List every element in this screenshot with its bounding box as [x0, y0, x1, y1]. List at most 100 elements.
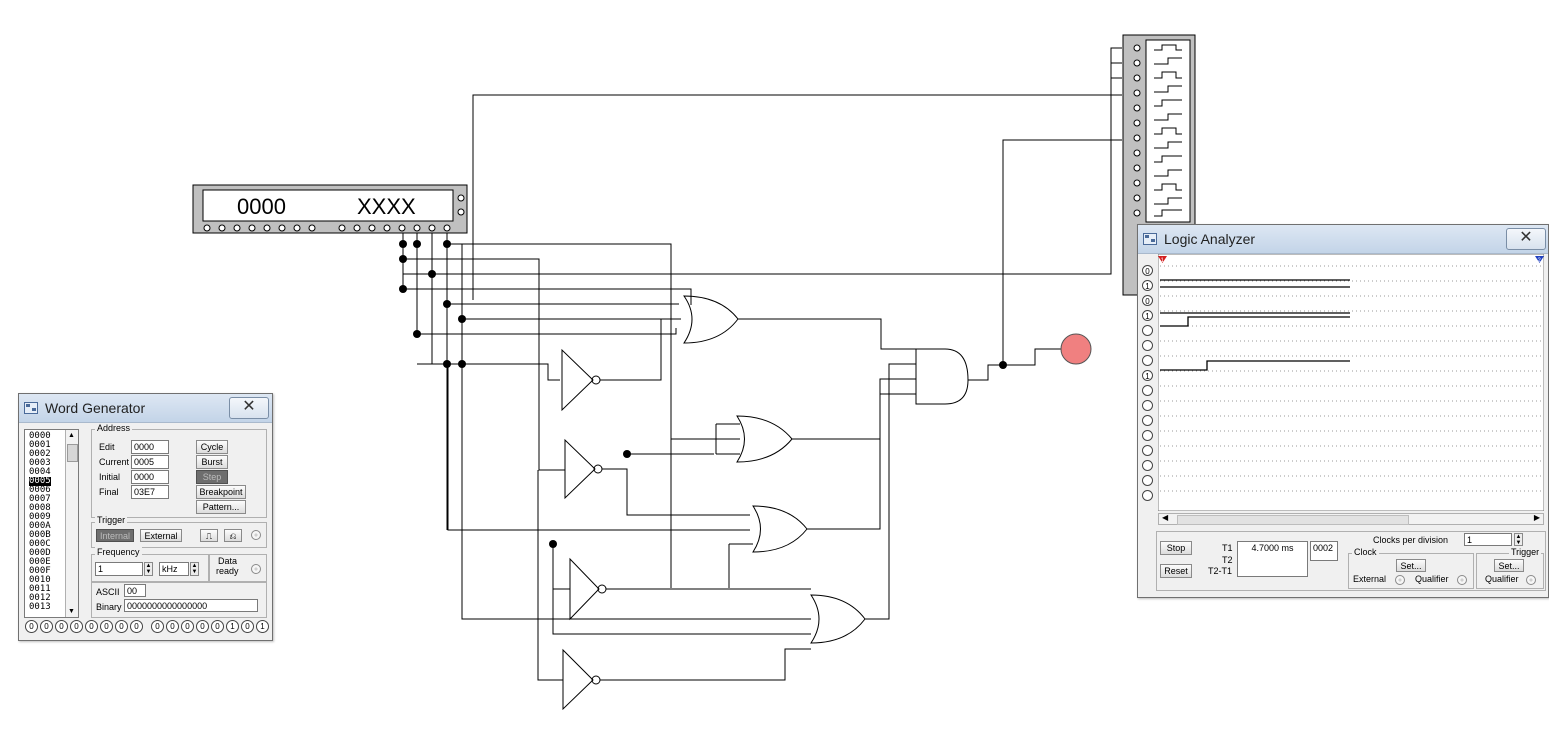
frequency-unit-field[interactable]: kHz [159, 562, 189, 576]
edit-label: Edit [99, 442, 115, 452]
cursor-2-marker[interactable] [1535, 256, 1544, 263]
address-list-item[interactable]: 000F [29, 566, 51, 576]
rising-edge-icon[interactable]: ⎍ [200, 529, 218, 542]
step-button[interactable]: Step [196, 470, 228, 484]
trigger-set-button[interactable]: Set... [1494, 559, 1524, 572]
external-radio[interactable] [1395, 575, 1405, 585]
address-list-item[interactable]: 0008 [29, 503, 51, 513]
address-list-item[interactable]: 0013 [29, 602, 51, 612]
address-list-item[interactable]: 000B [29, 530, 51, 540]
clocks-per-division-field[interactable]: 1 [1464, 533, 1512, 546]
initial-field[interactable]: 0000 [131, 470, 169, 484]
channel-indicator [1142, 445, 1153, 456]
ascii-label: ASCII [96, 587, 120, 597]
display-address: 0000 [237, 194, 286, 219]
edit-field[interactable]: 0000 [131, 440, 169, 454]
address-list-item[interactable]: 0003 [29, 458, 51, 468]
t2-label: T2 [1222, 555, 1233, 565]
bit-indicator: 1 [256, 620, 269, 633]
titlebar[interactable]: Logic Analyzer ✕ [1138, 225, 1548, 254]
burst-button[interactable]: Burst [196, 455, 228, 469]
channel-indicator [1142, 340, 1153, 351]
unit-spinner[interactable]: ▲▼ [190, 562, 199, 576]
sample-readout: 0002 [1310, 541, 1338, 561]
bit-indicator: 0 [85, 620, 98, 633]
close-icon[interactable]: ✕ [229, 397, 269, 419]
trigger-group [91, 522, 267, 548]
address-list-item[interactable]: 0000 [29, 431, 51, 441]
wire[interactable] [472, 94, 1122, 300]
initial-label: Initial [99, 472, 121, 482]
address-list-item[interactable]: 0006 [29, 485, 51, 495]
control-panel [1156, 531, 1546, 591]
current-label: Current [99, 457, 130, 467]
breakpoint-button[interactable]: Breakpoint [196, 485, 246, 499]
channel-indicator [1142, 325, 1153, 336]
frequency-group [91, 554, 209, 582]
probe-indicator[interactable] [1060, 333, 1092, 365]
address-list-item[interactable]: 0011 [29, 584, 51, 594]
waveform-display[interactable]: 1 2 [1158, 254, 1544, 511]
channel-indicator: 0 [1142, 295, 1153, 306]
stop-button[interactable]: Stop [1160, 541, 1192, 555]
binary-field[interactable]: 0000000000000000 [124, 599, 258, 612]
bit-indicator: 0 [241, 620, 254, 633]
address-list-item[interactable]: 000C [29, 539, 51, 549]
bit-indicator: 0 [211, 620, 224, 633]
address-list-item[interactable]: 0001 [29, 440, 51, 450]
close-icon[interactable]: ✕ [1506, 228, 1546, 250]
clock-group [1348, 553, 1474, 589]
address-list-item[interactable]: 0009 [29, 512, 51, 522]
cursor-1-marker[interactable] [1158, 256, 1167, 263]
wire[interactable] [402, 47, 1122, 289]
address-list-item[interactable]: 0004 [29, 467, 51, 477]
window-title: Word Generator [45, 400, 146, 416]
channel-indicator [1142, 475, 1153, 486]
clock-set-button[interactable]: Set... [1396, 559, 1426, 572]
clock-qualifier-radio[interactable] [1457, 575, 1467, 585]
address-list-item[interactable]: 000D [29, 548, 51, 558]
data-ready-label-2: ready [216, 566, 239, 576]
clocks-spinner[interactable]: ▲▼ [1514, 533, 1523, 546]
trigger-qualifier-radio[interactable] [1526, 575, 1536, 585]
address-list-item[interactable]: 0007 [29, 494, 51, 504]
external-trigger-button[interactable]: External [140, 529, 182, 542]
address-list-item[interactable]: 000A [29, 521, 51, 531]
channel-indicator [1142, 415, 1153, 426]
internal-trigger-button[interactable]: Internal [96, 529, 134, 542]
horizontal-scrollbar[interactable]: ◀ ▶ [1158, 513, 1544, 525]
scrollbar[interactable]: ▲ ▼ [65, 430, 78, 617]
final-label: Final [99, 487, 119, 497]
address-list-item[interactable]: 0010 [29, 575, 51, 585]
cycle-button[interactable]: Cycle [196, 440, 228, 454]
current-field[interactable]: 0005 [131, 455, 169, 469]
word-generator-instrument[interactable]: 0000 XXXX [192, 184, 468, 234]
data-ready-label-1: Data [218, 556, 238, 566]
falling-edge-icon[interactable]: ⎌ [224, 529, 242, 542]
trigger-group-title: Trigger [95, 515, 128, 525]
display-data: XXXX [357, 194, 416, 219]
t1-label: T1 [1222, 543, 1233, 553]
frequency-value-field[interactable]: 1 [95, 562, 143, 576]
data-ready-group [209, 554, 267, 582]
frequency-spinner[interactable]: ▲▼ [144, 562, 153, 576]
bit-indicator: 1 [226, 620, 239, 633]
titlebar[interactable]: Word Generator ✕ [19, 394, 272, 423]
pattern-button[interactable]: Pattern... [196, 500, 246, 514]
reset-button[interactable]: Reset [1160, 564, 1192, 578]
address-list-item[interactable]: 0012 [29, 593, 51, 603]
address-list-item[interactable]: 000E [29, 557, 51, 567]
ascii-field[interactable]: 00 [124, 584, 146, 597]
data-ready-radio[interactable] [251, 564, 261, 574]
channel-indicator [1142, 385, 1153, 396]
address-list-item[interactable]: 0002 [29, 449, 51, 459]
final-field[interactable]: 03E7 [131, 485, 169, 499]
trigger-radio[interactable] [251, 530, 261, 540]
time-readout: 4.7000 ms [1237, 541, 1308, 577]
address-list-item[interactable]: 0005 [29, 476, 51, 486]
